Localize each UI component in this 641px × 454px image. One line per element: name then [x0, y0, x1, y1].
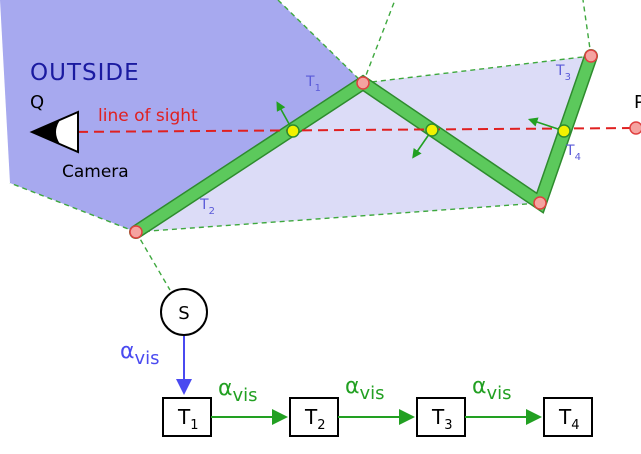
dashed-boundaries	[9, 0, 592, 291]
visible-region	[136, 56, 591, 232]
node-t2	[289, 397, 339, 437]
svg-text:T4: T4	[558, 405, 580, 433]
line-of-sight-label: line of sight	[98, 106, 198, 126]
t-node-labels: T1 T2 T3 T4	[177, 405, 580, 433]
node-t3	[416, 397, 466, 437]
svg-text:αvis: αvis	[345, 374, 385, 404]
t-nodes	[162, 397, 593, 437]
camera-icon	[29, 110, 79, 154]
camera-label: Camera	[62, 162, 129, 182]
tri-label-3: T3	[555, 63, 571, 83]
triangle-labels: T1 T2 T3 T4	[199, 63, 581, 217]
svg-text:T1: T1	[177, 405, 199, 433]
svg-text:T2: T2	[304, 405, 326, 433]
tri-label-4: T4	[565, 143, 581, 163]
tri-label-1: T1	[305, 74, 321, 94]
node-t4	[543, 397, 593, 437]
node-t1	[162, 397, 212, 437]
outside-region	[0, 0, 363, 232]
intersection-points	[286, 123, 571, 138]
outside-label: OUTSIDE	[30, 60, 140, 86]
edge-s-t1-label: αvis	[120, 339, 160, 369]
q-label: Q	[30, 92, 44, 113]
svg-text:αvis: αvis	[472, 374, 512, 404]
t-edge-labels: αvis αvis αvis	[218, 374, 512, 406]
svg-text:T3: T3	[431, 405, 453, 433]
node-s-label: S	[178, 303, 189, 324]
tri-label-2: T2	[199, 197, 215, 217]
svg-text:αvis: αvis	[218, 376, 258, 406]
vertices	[129, 49, 641, 239]
node-s	[160, 288, 208, 336]
p-label: P	[634, 92, 641, 113]
